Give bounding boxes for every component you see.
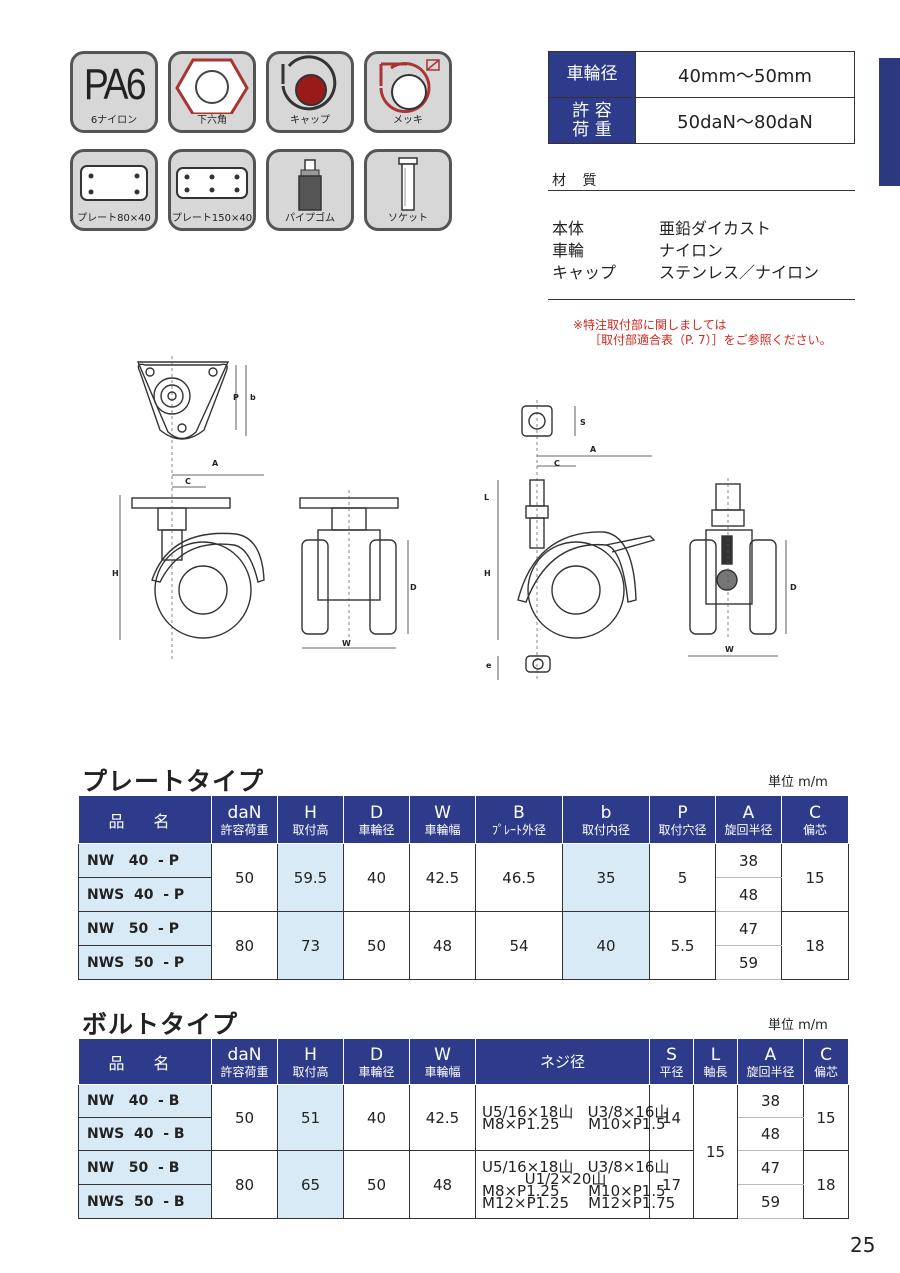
pa6-nylon-icon: PA6 6ナイロン (70, 51, 158, 133)
svg-text:S: S (580, 418, 586, 427)
allowable-load-label: 許 容荷 重 (548, 97, 636, 144)
chapter-tab (879, 58, 900, 186)
spec-table: 車輪径 40mm～50mm 許 容荷 重 50daN～80daN (548, 51, 855, 144)
socket-icon: ソケット (364, 149, 452, 231)
table-row: NW 50 - B 80 65 50 48 U5/16×18山 U3/8×16山… (78, 1150, 849, 1219)
wheel-diameter-value: 40mm～50mm (635, 51, 855, 98)
svg-text:H: H (484, 569, 491, 578)
svg-text:C: C (554, 459, 560, 468)
svg-text:A: A (212, 459, 219, 468)
svg-text:b: b (250, 393, 256, 402)
col-header-name: 品 名 (78, 1038, 212, 1085)
hex-bottom-icon: 下六角 (168, 51, 256, 133)
svg-text:P: P (233, 393, 239, 402)
divider (548, 299, 855, 300)
table-row: NWS 50 - P 59 (78, 945, 849, 980)
divider (548, 190, 855, 191)
plate-150x40-icon: プレート150×40 (168, 149, 256, 231)
table-row: NW 50 - P 80 73 50 48 54 40 5.5 47 18 (78, 911, 849, 980)
plate-unit: 単位 m/m (768, 775, 828, 790)
material-row: 車輪ナイロン (552, 241, 724, 260)
bolt-unit: 単位 m/m (768, 1018, 828, 1033)
svg-text:D: D (410, 583, 417, 592)
caster-dimension-drawings: P b A C H D W S A C L H e D W (112, 356, 797, 680)
custom-mount-note: ※特注取付部に関しましては ［取付部適合表（P. 7）］をご参照ください。 (573, 318, 832, 347)
cap-icon: キャップ (266, 51, 354, 133)
svg-text:L: L (484, 493, 489, 502)
svg-text:C: C (185, 477, 191, 486)
table-row: NWS 40 - B 48 (78, 1117, 849, 1151)
svg-text:D: D (790, 583, 797, 592)
svg-text:H: H (112, 569, 119, 578)
svg-text:W: W (725, 645, 734, 654)
plating-icon: メッキ (364, 51, 452, 133)
table-row: NWS 50 - B 59 (78, 1184, 849, 1219)
col-header-name: 品 名 (78, 795, 212, 844)
allowable-load-value: 50daN～80daN (635, 97, 855, 144)
pipe-rubber-icon: パイプゴム (266, 149, 354, 231)
table-row: NWS 40 - P 48 (78, 877, 849, 912)
material-title: 材 質 (552, 173, 603, 189)
wheel-diameter-label: 車輪径 (548, 51, 636, 98)
plate-type-title: プレートタイプ (82, 767, 265, 796)
material-row: 本体亜鉛ダイカスト (552, 219, 772, 238)
material-row: キャップステンレス／ナイロン (552, 263, 820, 282)
bolt-type-title: ボルトタイプ (82, 1010, 239, 1039)
table-row: NW 40 - P 50 59.5 40 42.5 46.5 35 5 38 1… (78, 843, 849, 912)
table-row: NW 40 - B 50 51 40 42.5 U5/16×18山 U3/8×1… (78, 1084, 849, 1219)
plate-80x40-icon: プレート80×40 (70, 149, 158, 231)
page-number: 25 (850, 1233, 876, 1257)
svg-text:W: W (342, 639, 351, 648)
svg-text:A: A (590, 445, 597, 454)
svg-text:e: e (486, 661, 492, 670)
col-header-thread: ネジ径 (475, 1038, 650, 1085)
